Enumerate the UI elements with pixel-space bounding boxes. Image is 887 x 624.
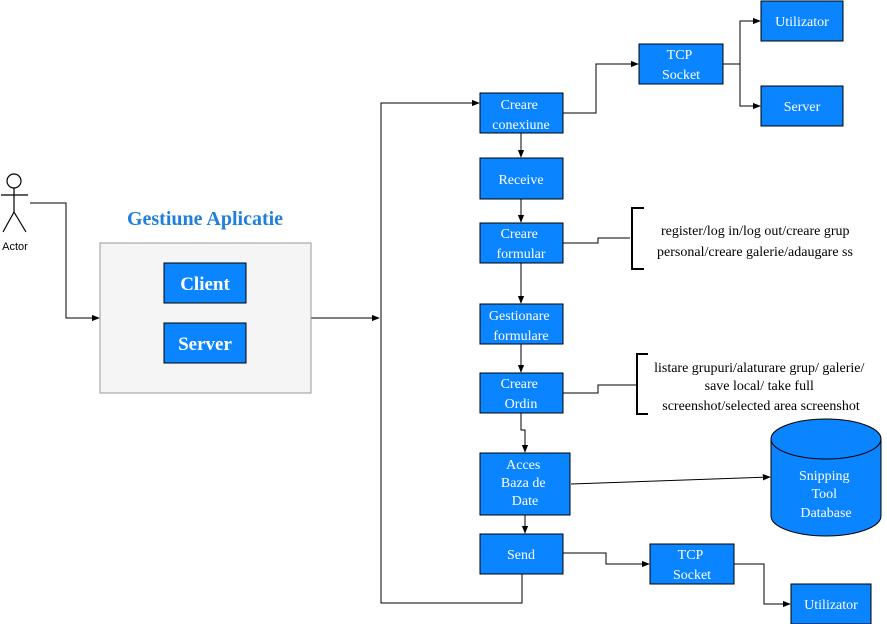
- creare-formular-node: [479, 222, 564, 264]
- tcp-socket-bottom-node: [649, 543, 735, 585]
- flow-nodes: Creare conexiune Receive Creare formular…: [479, 92, 571, 575]
- client-node: [163, 262, 247, 304]
- acces-baza-line: Baza de: [501, 476, 546, 491]
- edge-formular-to-note: [563, 237, 630, 244]
- creare-conexiune-line: conexiune: [492, 118, 550, 133]
- edge-acces-to-database: [570, 474, 771, 485]
- send-node: [479, 533, 564, 575]
- tcp-socket-top-node: [638, 43, 724, 85]
- app-title: Gestiune Aplicatie: [127, 208, 283, 230]
- acces-baza-line: Acces: [506, 458, 540, 473]
- ordin-note-line: listare grupuri/alaturare grup/ galerie/: [654, 361, 864, 376]
- creare-conexiune-line: Creare: [501, 98, 538, 113]
- send-label: Send: [507, 548, 535, 563]
- server-top-label: Server: [784, 100, 821, 115]
- acces-baza-line: Date: [512, 494, 538, 509]
- creare-ordin-line: Ordin: [505, 397, 538, 412]
- acces-baza-label: Acces Baza de Date: [501, 458, 549, 509]
- edge-ordin-to-acces: [520, 413, 529, 453]
- edge-tcp-to-server: [723, 63, 761, 110]
- gestionare-formulare-line: formulare: [493, 329, 548, 344]
- edge-conexiune-to-tcp: [563, 60, 639, 114]
- tcp-socket-bottom-line: Socket: [673, 568, 711, 583]
- creare-conexiune-label: Creare conexiune: [492, 98, 550, 133]
- gestionare-formulare-label: Gestionare formulare: [489, 309, 553, 344]
- actor: Actor: [1, 173, 28, 253]
- creare-ordin-line: Creare: [501, 377, 538, 392]
- formular-note-bracket: [631, 207, 644, 270]
- edge-loop-send-to-conexiune: [380, 99, 523, 604]
- tcp-socket-top-line: TCP: [667, 48, 693, 63]
- ordin-note-line: save local/ take full: [705, 379, 814, 394]
- database-label: Snipping Tool Database: [799, 469, 853, 521]
- edge-actor-to-app: [30, 202, 100, 322]
- formular-note: register/log in/log out/creare grup pers…: [657, 224, 853, 260]
- utilizator-top-label: Utilizator: [775, 15, 829, 30]
- receive-node: [479, 157, 564, 200]
- client-label: Client: [180, 274, 230, 295]
- utilizator-top-node: [760, 0, 844, 42]
- creare-formular-label: Creare formular: [497, 227, 546, 262]
- app-group: Gestiune Aplicatie Client Server: [99, 208, 312, 394]
- database: Snipping Tool Database: [770, 418, 882, 537]
- gestionare-formulare-line: Gestionare: [489, 309, 550, 324]
- formular-note-line: register/log in/log out/creare grup: [661, 224, 850, 239]
- edge-tcp-to-utilizator-bottom: [734, 563, 791, 608]
- notes: register/log in/log out/creare grup pers…: [631, 207, 868, 415]
- database-line: Snipping: [799, 469, 850, 484]
- server-label: Server: [178, 334, 232, 355]
- tcp-socket-top-label: TCP Socket: [662, 48, 700, 83]
- server-node: [163, 322, 247, 364]
- utilizator-bottom-label: Utilizator: [804, 598, 858, 613]
- tcp-socket-top-line: Socket: [662, 68, 700, 83]
- tcp-socket-bottom-label: TCP Socket: [673, 548, 711, 583]
- creare-ordin-label: Creare Ordin: [501, 377, 542, 412]
- actor-label: Actor: [2, 241, 28, 253]
- tcp-socket-bottom-line: TCP: [678, 548, 704, 563]
- acces-baza-node: [479, 452, 571, 516]
- actor-figure-icon: [1, 173, 28, 233]
- edge-tcp-to-utilizator: [723, 17, 761, 65]
- ordin-note-bracket: [636, 353, 648, 415]
- edges: [30, 17, 791, 608]
- ordin-note: listare grupuri/alaturare grup/ galerie/…: [654, 361, 868, 414]
- database-line: Tool: [812, 487, 838, 502]
- database-cylinder-icon: [770, 418, 882, 537]
- creare-formular-line: formular: [497, 247, 546, 262]
- edge-send-to-tcp: [563, 552, 650, 568]
- formular-note-line: personal/creare galerie/adaugare ss: [657, 245, 853, 260]
- utilizator-bottom-node: [790, 583, 872, 624]
- gestionare-formulare-node: [479, 303, 564, 345]
- creare-formular-line: Creare: [501, 227, 538, 242]
- creare-conexiune-node: [479, 92, 564, 134]
- edge-ordin-to-note: [563, 384, 636, 394]
- database-top-rim: [770, 438, 882, 460]
- database-line: Database: [800, 506, 851, 521]
- server-top-node: [760, 85, 844, 127]
- ordin-note-line: screenshot/selected area screenshot: [662, 399, 860, 414]
- connection-nodes: TCP Socket Utilizator Server TCP Socket …: [638, 0, 872, 624]
- receive-label: Receive: [498, 173, 543, 188]
- creare-ordin-node: [479, 372, 564, 414]
